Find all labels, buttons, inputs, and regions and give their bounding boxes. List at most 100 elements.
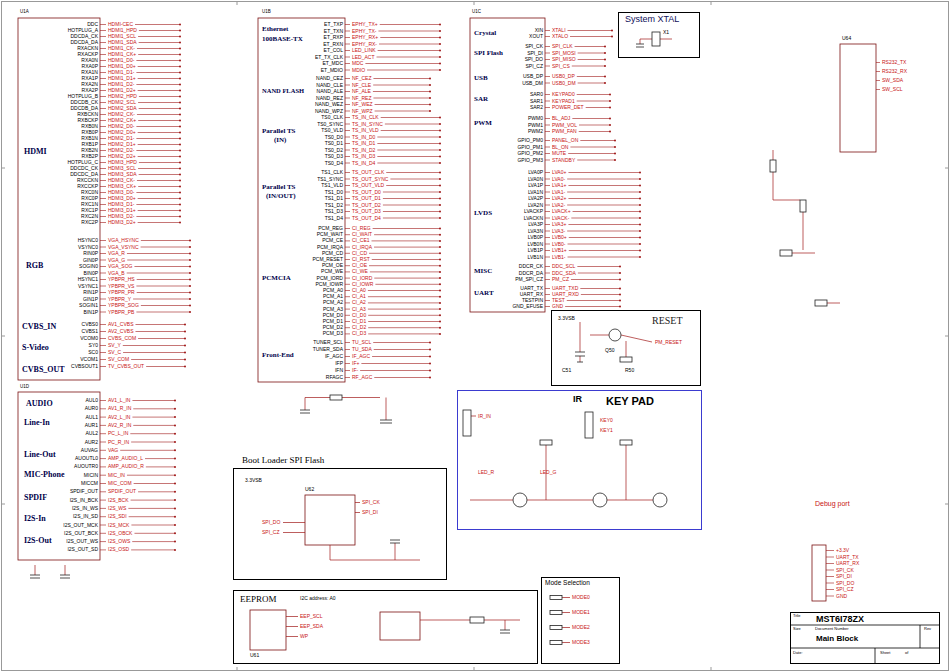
pin-name: BIN1P bbox=[84, 310, 98, 315]
net-wire bbox=[136, 286, 190, 287]
pin-name: TS0_SYNC bbox=[317, 122, 343, 127]
net-label: CI_IRQA bbox=[352, 245, 372, 250]
net-label: VGA_VSYNC bbox=[108, 245, 139, 250]
net-wire bbox=[578, 83, 605, 84]
net-wire bbox=[138, 78, 180, 79]
net-wire bbox=[138, 54, 180, 55]
net-label: LVA2- bbox=[552, 203, 565, 208]
wire-line bbox=[355, 502, 360, 503]
pin-name: I2S_OUT_WS bbox=[66, 539, 98, 544]
net-label: LVA2+ bbox=[552, 196, 566, 201]
pin-name: TS0_D3 bbox=[325, 154, 343, 159]
section-label: 100BASE-TX bbox=[262, 36, 303, 43]
pin-name: AUR2 bbox=[85, 440, 98, 445]
net-label: TS_OUT_D2 bbox=[352, 203, 381, 208]
pin-name: TS0_D0 bbox=[325, 135, 343, 140]
wire-end bbox=[609, 131, 611, 133]
net-label: CI_IORD bbox=[352, 276, 372, 281]
net-label: I2S_SDI bbox=[108, 514, 127, 519]
wire-end bbox=[439, 308, 441, 310]
net-label: HDMI3_D2+ bbox=[108, 220, 136, 225]
net-label: YPBPR_PR bbox=[108, 290, 135, 295]
wire-line bbox=[2, 168, 6, 169]
net-label: SPDIF_OUT bbox=[108, 489, 136, 494]
net-label: LVA3+ bbox=[552, 222, 566, 227]
section-label: PCMCIA bbox=[262, 275, 291, 282]
wire-end bbox=[189, 298, 191, 300]
net-wire bbox=[345, 91, 350, 92]
wire-end bbox=[179, 168, 181, 170]
net-wire bbox=[580, 288, 620, 289]
wire-end bbox=[439, 136, 441, 138]
net-wire bbox=[100, 450, 106, 451]
transistor-symbol bbox=[609, 329, 621, 341]
wire-line bbox=[355, 512, 360, 513]
component-outline bbox=[770, 160, 776, 172]
wire-end bbox=[179, 36, 181, 38]
pin-name: LVA3P bbox=[528, 222, 543, 227]
net-label: HDMI2_CK+ bbox=[108, 118, 136, 123]
pin-name: PCM_A1 bbox=[323, 294, 343, 299]
net-wires bbox=[100, 24, 880, 597]
net-label: EPHY_TX- bbox=[352, 29, 376, 34]
pin-name: LVA0N bbox=[528, 177, 543, 182]
component-outline bbox=[550, 611, 562, 615]
net-wire bbox=[133, 299, 190, 300]
net-label: AV1_L_IN bbox=[108, 398, 130, 403]
net-label: HDMI2_HPD bbox=[108, 94, 137, 99]
wire-line bbox=[640, 39, 652, 40]
net-wire bbox=[120, 450, 175, 451]
wire-line bbox=[920, 625, 921, 648]
net-wire bbox=[373, 85, 430, 86]
net-label: LVA1- bbox=[552, 190, 565, 195]
pin-name: NAND_ALE bbox=[317, 89, 343, 94]
pin-name: LVA3N bbox=[528, 229, 543, 234]
net-wire bbox=[345, 179, 350, 180]
net-wire bbox=[100, 292, 106, 293]
wire-end bbox=[439, 228, 441, 230]
net-wire bbox=[370, 271, 440, 272]
net-wire bbox=[100, 42, 106, 43]
wire-line bbox=[305, 398, 306, 411]
net-wire bbox=[375, 111, 430, 112]
net-wire bbox=[100, 466, 106, 467]
net-label: CI_CD bbox=[352, 251, 367, 256]
wire-end bbox=[179, 126, 181, 128]
net-wire bbox=[345, 78, 350, 79]
net-wire bbox=[345, 265, 350, 266]
wire-end bbox=[639, 185, 641, 187]
net-label: MODE0 bbox=[572, 595, 590, 600]
wire-end bbox=[179, 108, 181, 110]
component-outline bbox=[258, 18, 345, 382]
net-label: CI_WAIT bbox=[352, 232, 372, 237]
pin-name: TS0_D2 bbox=[325, 148, 343, 153]
wire-end bbox=[174, 532, 176, 534]
net-label: CI_D0 bbox=[352, 313, 366, 318]
pin-name: XIN bbox=[535, 28, 543, 33]
pin-name: GPIO_PM0 bbox=[517, 138, 543, 143]
component-outline bbox=[550, 596, 562, 600]
section-label: S-Video bbox=[22, 344, 49, 352]
pin-name: LVB1P bbox=[528, 248, 543, 253]
wire-line bbox=[286, 616, 298, 617]
wire-line bbox=[773, 200, 800, 201]
pin-name: ET_COL bbox=[324, 48, 343, 53]
net-wire bbox=[100, 102, 106, 103]
net-wire bbox=[100, 266, 106, 267]
net-wire bbox=[138, 222, 180, 223]
net-wire bbox=[568, 257, 640, 258]
net-wire bbox=[100, 525, 106, 526]
net-wire bbox=[345, 363, 350, 364]
pin-name: LVA1N bbox=[528, 190, 543, 195]
net-wire bbox=[128, 508, 175, 509]
component-outline bbox=[812, 545, 826, 601]
net-wire bbox=[345, 130, 350, 131]
net-wire bbox=[345, 315, 350, 316]
net-label: LVA0+ bbox=[552, 170, 566, 175]
net-label: MDIO bbox=[352, 68, 365, 73]
net-wire bbox=[365, 63, 440, 64]
net-wire bbox=[345, 185, 350, 186]
wire-end bbox=[174, 441, 176, 443]
net-wire bbox=[545, 131, 550, 132]
wire-end bbox=[184, 359, 186, 361]
